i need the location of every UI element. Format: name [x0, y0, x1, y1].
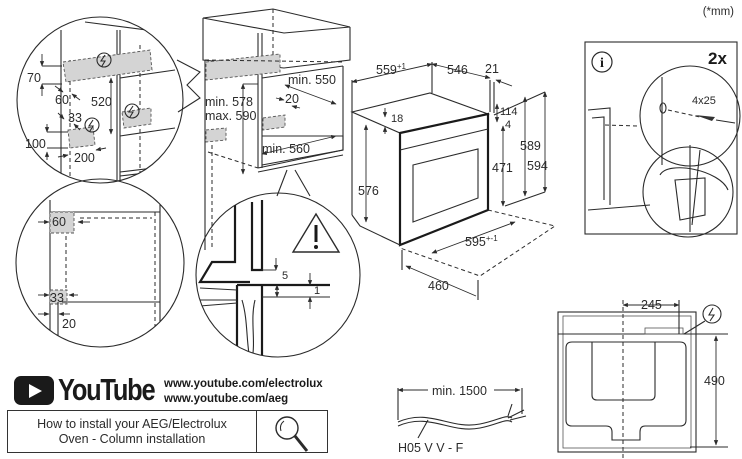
back-view: 245 490 — [557, 298, 728, 459]
info-icon: i — [591, 51, 613, 73]
quantity-2x: 2x — [708, 49, 727, 68]
search-button[interactable] — [257, 411, 327, 452]
oven-door-471: 471 — [492, 161, 513, 175]
youtube-links: www.youtube.com/electrolux www.youtube.c… — [164, 377, 323, 407]
electrical-icon-1 — [96, 52, 112, 68]
cabinet-gap-20: 20 — [285, 92, 299, 106]
screw-4x25: 4x25 — [692, 95, 716, 107]
back-dim-245: 245 — [641, 298, 662, 312]
oven-total-594: 594 — [527, 159, 548, 173]
dim-60-b: 60 — [52, 215, 66, 229]
detail-top-left: 70 60 520 33 100 200 — [16, 16, 201, 184]
electrical-icon-back — [683, 304, 722, 335]
cabinet-min-578: min. 578 — [205, 95, 253, 109]
back-dim-490: 490 — [704, 374, 725, 388]
howto-line1: How to install your AEG/Electrolux — [37, 417, 227, 431]
dim-100: 100 — [25, 137, 46, 151]
oven-panel-114: 114 — [500, 106, 518, 118]
oven-width-559: 559+1 — [376, 62, 407, 77]
howto-box: How to install your AEG/Electrolux Oven … — [7, 410, 328, 453]
dim-520: 520 — [91, 95, 112, 109]
cabinet-max-590: max. 590 — [205, 109, 256, 123]
oven-body-589: 589 — [520, 139, 541, 153]
dim-20-b: 20 — [62, 317, 76, 331]
oven-side-576: 576 — [358, 184, 379, 198]
oven-base-460: 460 — [428, 279, 449, 293]
dim-5: 5 — [282, 270, 288, 282]
link-electrolux[interactable]: www.youtube.com/electrolux — [164, 378, 323, 390]
cable-type: H05 V V - F — [398, 441, 464, 455]
warning-icon — [291, 212, 341, 253]
cabinet-min-560: min. 560 — [262, 142, 310, 156]
dim-1: 1 — [314, 285, 320, 297]
cable: min. 1500 H05 V V - F — [397, 384, 527, 455]
oven-front-595: 595+-1 — [465, 234, 498, 249]
info-box: i 2x 4x25 — [584, 41, 741, 238]
electrical-icon-2 — [124, 103, 140, 119]
dim-33: 33 — [68, 111, 82, 125]
units-note: (*mm) — [702, 6, 734, 18]
link-aeg[interactable]: www.youtube.com/aeg — [164, 393, 289, 405]
dim-200: 200 — [74, 151, 95, 165]
oven-depth-546: 546 — [447, 63, 468, 77]
dim-70: 70 — [27, 71, 41, 85]
cable-length: min. 1500 — [432, 384, 487, 398]
detail-bottom-left: 60 33 20 — [15, 178, 185, 348]
oven-top-18: 18 — [391, 113, 403, 125]
oven-front-21: 21 — [485, 62, 499, 76]
electrical-icon-3 — [84, 117, 100, 133]
oven-gap-4: 4 — [505, 119, 511, 131]
cabinet: min. 578 max. 590 min. 550 20 min. 560 — [202, 8, 351, 250]
dim-33-b: 33 — [50, 291, 64, 305]
youtube-play-icon — [14, 376, 54, 405]
cabinet-min-550: min. 550 — [288, 73, 336, 87]
oven: 559+1 546 21 18 576 114 4 471 589 594 59… — [350, 62, 557, 300]
youtube-brand: YouTube — [58, 372, 156, 407]
magnifier-icon — [275, 416, 309, 452]
howto-line2: Oven - Column installation — [58, 432, 206, 446]
detail-flush: 5 1 — [195, 192, 361, 358]
svg-text:i: i — [600, 56, 604, 71]
dim-60: 60 — [55, 93, 69, 107]
howto-text: How to install your AEG/Electrolux Oven … — [8, 411, 257, 452]
